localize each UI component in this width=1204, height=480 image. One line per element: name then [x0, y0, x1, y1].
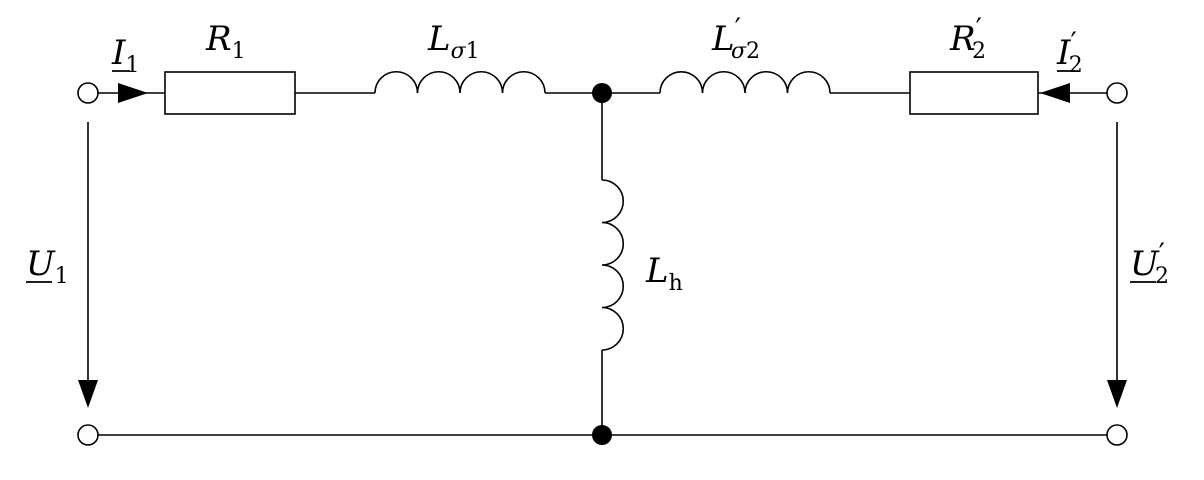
inductor-l-sigma2-prime	[659, 70, 831, 94]
resistor-r1	[164, 71, 296, 115]
junction-node-bottom	[592, 425, 612, 445]
terminal-top-left	[77, 82, 99, 104]
terminal-bottom-right	[1106, 424, 1128, 446]
label-r1: R1	[205, 19, 246, 64]
label-u2-prime: U′2	[1130, 237, 1169, 289]
terminal-top-right	[1106, 82, 1128, 104]
inductor-l-sigma1	[374, 70, 546, 94]
label-l-sigma2-prime: L′σ2	[711, 12, 760, 64]
terminal-bottom-left	[77, 424, 99, 446]
current-arrow-i2-prime	[1040, 83, 1070, 103]
label-u1: U1	[26, 244, 69, 289]
resistor-r2-prime	[909, 71, 1039, 115]
voltage-arrow-u1-head	[78, 380, 98, 408]
inductor-lh	[601, 179, 625, 351]
voltage-arrow-u2-prime-head	[1107, 380, 1127, 408]
junction-node-top	[592, 83, 612, 103]
label-l-sigma1: Lσ1	[427, 19, 480, 64]
current-arrow-i1	[118, 83, 148, 103]
label-lh: Lh	[645, 251, 683, 296]
label-r2-prime: R′2	[949, 12, 986, 64]
